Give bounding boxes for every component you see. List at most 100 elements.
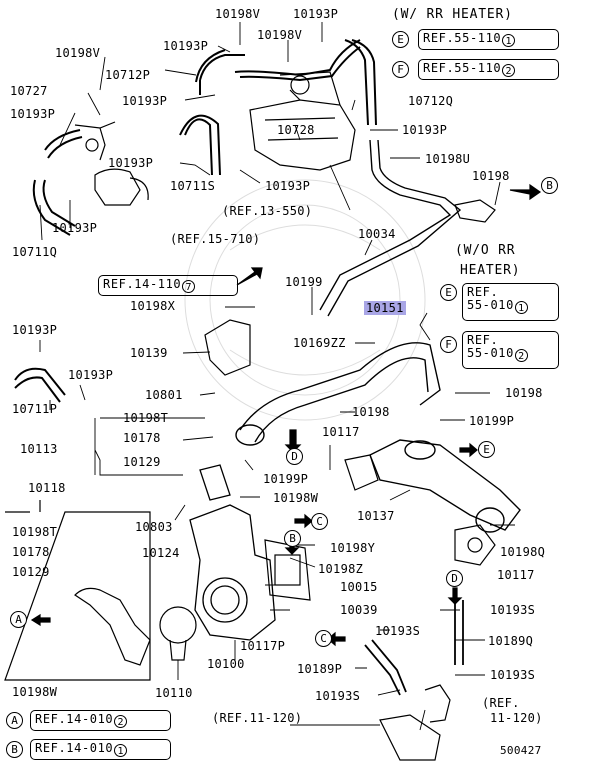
part-label[interactable]: 10198V [215, 7, 261, 21]
part-label[interactable]: 10129 [123, 455, 161, 469]
part-label[interactable]: 10198 [352, 405, 390, 419]
part-label[interactable]: 10100 [207, 657, 245, 671]
part-label[interactable]: 10193P [68, 368, 114, 382]
ref-11-120-a[interactable]: (REF.11-120) [212, 711, 303, 725]
part-label[interactable]: 10198Z [318, 562, 364, 576]
part-label[interactable]: 10124 [142, 546, 180, 560]
part-label[interactable]: 10193P [265, 179, 311, 193]
part-label[interactable]: 10727 [10, 84, 48, 98]
part-label[interactable]: 10178 [123, 431, 161, 445]
connector-left [94, 168, 149, 206]
part-label[interactable]: 10712Q [408, 94, 454, 108]
callout-circle-A: A [10, 611, 27, 628]
ref-box-A-bottom-num: 2 [114, 715, 128, 728]
watermark-emblem [184, 179, 426, 421]
part-label-highlighted[interactable]: 10151 [364, 301, 406, 315]
gasket-10117-left [344, 454, 379, 491]
ref-box-F-top-text: REF.55-110 [423, 61, 502, 75]
bracket-10139 [204, 319, 251, 376]
part-label[interactable]: 10110 [155, 686, 193, 700]
part-label[interactable]: 10801 [145, 388, 183, 402]
part-label[interactable]: 10118 [28, 481, 66, 495]
ref-box-F-top-num: 2 [502, 64, 516, 77]
ref-box-B-bottom-num: 1 [114, 744, 128, 757]
part-label[interactable]: 10178 [12, 545, 50, 559]
ref-13-550[interactable]: (REF.13-550) [222, 204, 313, 218]
part-label[interactable]: 10711P [12, 402, 58, 416]
header-without-rr-heater-line2: HEATER) [460, 263, 521, 278]
part-label[interactable]: 10711Q [12, 245, 58, 259]
part-label[interactable]: 10198X [130, 299, 176, 313]
header-with-rr-heater: (W/ RR HEATER) [392, 7, 513, 22]
part-label[interactable]: 10129 [12, 565, 50, 579]
part-label[interactable]: 10712P [105, 68, 151, 82]
part-label[interactable]: 10117 [322, 425, 360, 439]
part-label[interactable]: 10039 [340, 603, 378, 617]
part-label[interactable]: 10117 [497, 568, 535, 582]
hose-10189P [364, 639, 407, 696]
hose-10712P [195, 39, 361, 95]
part-label[interactable]: 10189Q [488, 634, 534, 648]
part-label[interactable]: 10198W [12, 685, 58, 699]
callout-letter-E-top: E [392, 31, 409, 48]
ref-box-E-mid-line2: 55-010 [467, 298, 514, 312]
part-label[interactable]: 10198W [273, 491, 319, 505]
part-label[interactable]: 10189P [297, 662, 343, 676]
part-label[interactable]: 10169ZZ [293, 336, 346, 350]
part-label[interactable]: 10015 [340, 580, 378, 594]
part-label[interactable]: 10803 [135, 520, 173, 534]
part-label[interactable]: 10193P [293, 7, 339, 21]
part-label[interactable]: 10193S [490, 603, 536, 617]
part-label[interactable]: 10198 [505, 386, 543, 400]
callout-letter-A-bottom: A [6, 712, 23, 729]
part-label[interactable]: 10193P [108, 156, 154, 170]
part-label[interactable]: 10193P [12, 323, 58, 337]
part-label[interactable]: 10728 [277, 123, 315, 137]
part-label[interactable]: 10034 [358, 227, 396, 241]
part-label[interactable]: 10193P [52, 221, 98, 235]
part-label[interactable]: 10193S [375, 624, 421, 638]
part-label[interactable]: 10117P [240, 639, 286, 653]
part-label[interactable]: 10193P [402, 123, 448, 137]
hose-10189Q [454, 600, 464, 665]
part-label[interactable]: 10198Y [330, 541, 376, 555]
part-label[interactable]: 10198V [55, 46, 101, 60]
callout-letter-F-mid: F [440, 336, 457, 353]
housing-10100 [189, 464, 276, 641]
leader-lines [39, 22, 515, 731]
part-label[interactable]: 10193P [122, 94, 168, 108]
ref-11-120-b-line1[interactable]: (REF. [482, 696, 520, 710]
part-label[interactable]: 10199P [469, 414, 515, 428]
part-label[interactable]: 10199P [263, 472, 309, 486]
part-label[interactable]: 10193P [163, 39, 209, 53]
ref-14-110-text: REF.14-110 [103, 277, 182, 291]
part-label[interactable]: 10199 [285, 275, 323, 289]
part-label[interactable]: 10193P [10, 107, 56, 121]
part-label[interactable]: 10193S [315, 689, 361, 703]
part-label[interactable]: 10711S [170, 179, 216, 193]
ref-11-120-b-line2[interactable]: 11-120) [490, 711, 543, 725]
part-label[interactable]: 10193S [490, 668, 536, 682]
ref-box-B-bottom-text: REF.14-010 [35, 741, 114, 755]
part-label[interactable]: 10198Q [500, 545, 546, 559]
part-label[interactable]: 10137 [357, 509, 395, 523]
part-label[interactable]: 10198U [425, 152, 471, 166]
housing-10728 [249, 71, 356, 171]
part-label[interactable]: 10198 [472, 169, 510, 183]
part-label[interactable]: 10198V [257, 28, 303, 42]
part-label[interactable]: 10198T [123, 411, 169, 425]
part-label[interactable]: 10113 [20, 442, 58, 456]
ref-box-A-bottom-text: REF.14-010 [35, 712, 114, 726]
part-label[interactable]: 10198T [12, 525, 58, 539]
ref-15-710[interactable]: (REF.15-710) [170, 232, 261, 246]
part-label[interactable]: 10139 [130, 346, 168, 360]
